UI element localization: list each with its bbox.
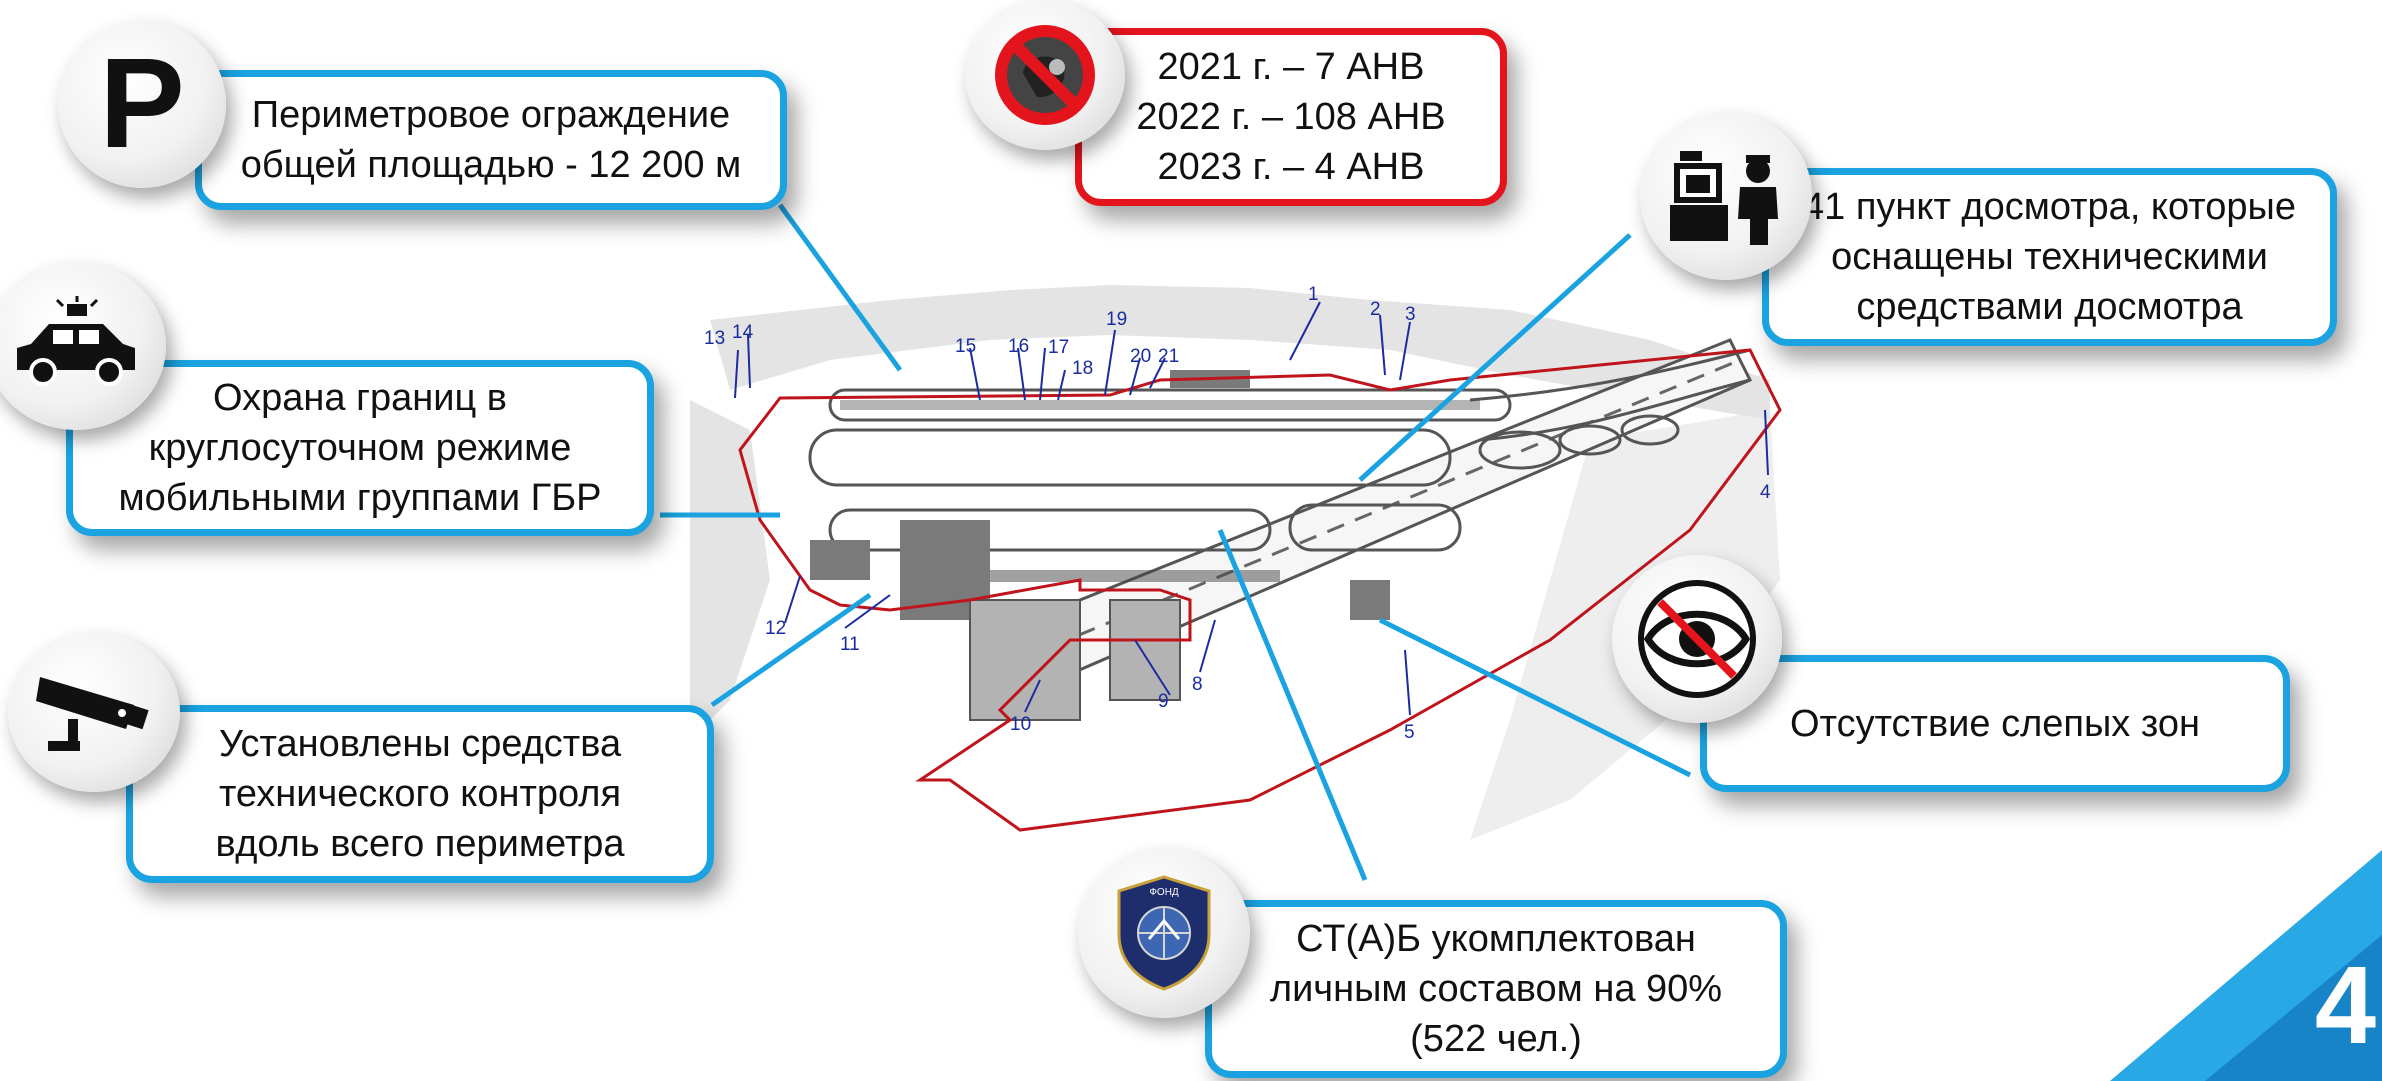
border-guard-text: Охрана границ в круглосуточном режиме мо… [118, 377, 602, 519]
marker-10: 10 [1010, 714, 1031, 735]
cctv-camera-icon [36, 677, 149, 751]
marker-18: 18 [1072, 358, 1093, 379]
no-blind-zones-text: Отсутствие слепых зон [1790, 702, 2200, 745]
hatched-areas [969, 599, 1181, 721]
cctv-camera-badge [8, 632, 180, 792]
marker-2: 2 [1370, 299, 1381, 320]
security-staff-text: СТ(А)Б укомплектован личным составом на … [1269, 918, 1723, 1060]
marker-3: 3 [1405, 304, 1416, 325]
marker-4: 4 [1760, 482, 1771, 503]
marker-1: 1 [1308, 284, 1319, 305]
marker-15: 15 [955, 336, 976, 357]
parking-p-icon: P [99, 32, 185, 175]
taxiway-system [808, 348, 1751, 552]
marker-5: 5 [1404, 722, 1415, 743]
crossed-eye-badge [1612, 555, 1782, 723]
security-staff-callout: СТ(А)Б укомплектован личным составом на … [1205, 900, 1787, 1078]
anv-statistics-text: 2021 г. – 7 АНВ 2022 г. – 108 АНВ 2023 г… [1136, 46, 1446, 188]
no-blind-zones-callout: Отсутствие слепых зон [1700, 655, 2290, 792]
emblem-label: ФОНД [1149, 887, 1179, 898]
inspection-points-text: 41 пункт досмотра, которые оснащены техн… [1803, 186, 2296, 328]
police-car-icon [17, 296, 135, 386]
no-threat-badge [965, 0, 1125, 150]
marker-21: 21 [1158, 346, 1179, 367]
technical-control-callout: Установлены средства технического контро… [126, 705, 714, 883]
security-checkpoint-icon [1670, 151, 1778, 245]
airport-scheme-map: 1 2 3 4 5 8 9 10 11 12 13 14 15 16 17 18… [690, 284, 1782, 840]
marker-19: 19 [1106, 309, 1127, 330]
police-car-badge [0, 262, 166, 430]
parking-badge: P [58, 20, 226, 188]
marker-16: 16 [1008, 336, 1029, 357]
page-number: 4 [2314, 944, 2376, 1067]
marker-12: 12 [765, 618, 786, 639]
technical-control-text: Установлены средства технического контро… [215, 723, 625, 865]
marker-17: 17 [1048, 337, 1069, 358]
aviation-security-badge: ФОНД [1078, 848, 1250, 1018]
security-checkpoint-badge [1640, 112, 1812, 280]
inspection-points-callout: 41 пункт досмотра, которые оснащены техн… [1762, 168, 2337, 346]
marker-20: 20 [1130, 346, 1151, 367]
perimeter-fence-text: Периметровое ограждение общей площадью -… [240, 94, 742, 186]
aviation-security-emblem-icon: ФОНД [1117, 875, 1211, 991]
marker-14: 14 [732, 322, 754, 343]
anv-statistics-callout: 2021 г. – 7 АНВ 2022 г. – 108 АНВ 2023 г… [1075, 28, 1507, 206]
aircraft-stands [840, 400, 1480, 582]
map-markers: 1 2 3 4 5 8 9 10 11 12 13 14 15 16 17 18… [704, 284, 1771, 743]
perimeter-fence [738, 348, 1782, 832]
border-guard-callout: Охрана границ в круглосуточном режиме мо… [66, 360, 654, 536]
crossed-eye-icon [1638, 580, 1756, 698]
no-threat-icon [995, 25, 1095, 125]
marker-8: 8 [1192, 674, 1203, 695]
marker-9: 9 [1158, 691, 1169, 712]
perimeter-fence-callout: Периметровое ограждение общей площадью -… [195, 70, 787, 210]
marker-13: 13 [704, 328, 725, 349]
marker-11: 11 [840, 634, 860, 655]
marker-leaders [734, 301, 1769, 716]
